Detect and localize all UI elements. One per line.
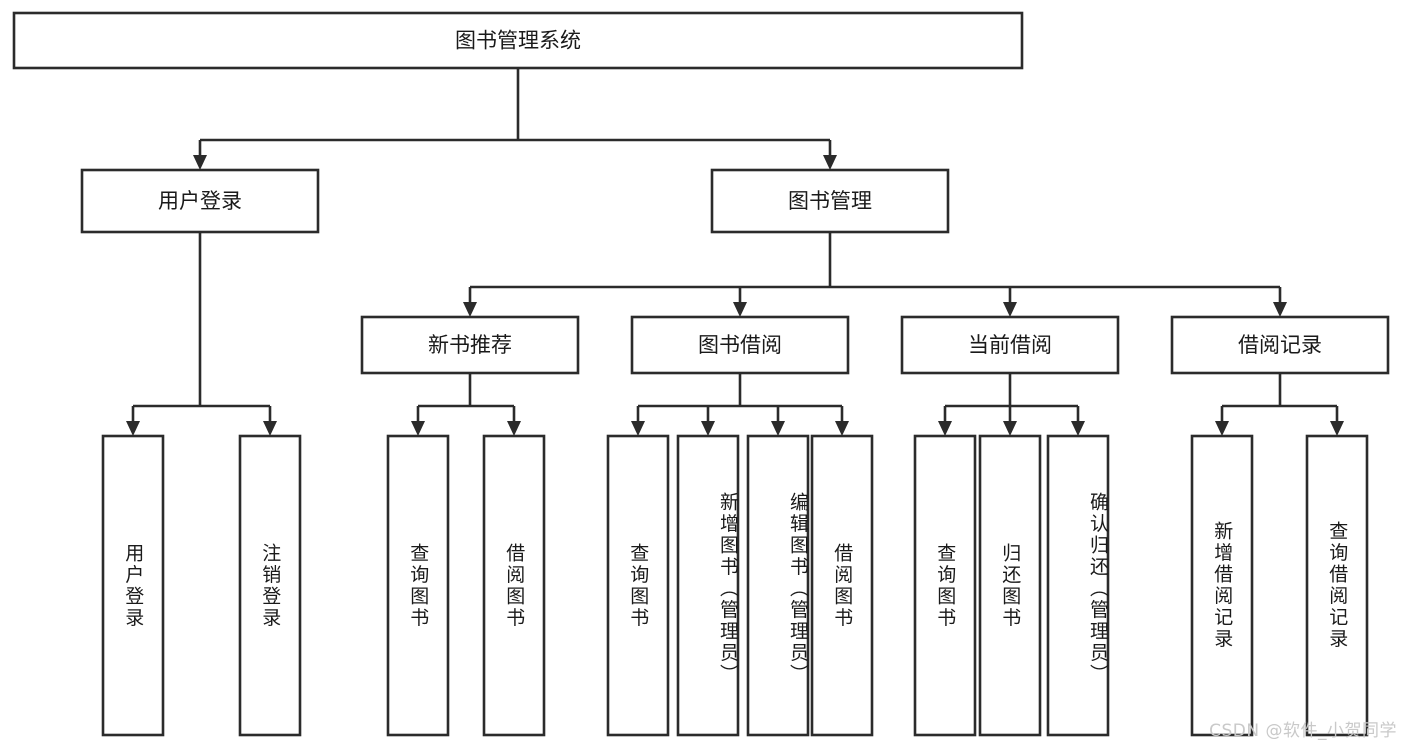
arrow-icon-leaf-borrow-book-2 <box>835 421 849 436</box>
node-label-user-login: 用户登录 <box>158 189 242 213</box>
node-box-user-login[interactable] <box>80 168 320 234</box>
node-box-leaf-borrow-book-1[interactable] <box>482 434 546 737</box>
node-box-leaf-return-book[interactable] <box>978 434 1042 737</box>
node-box-book-borrow[interactable] <box>630 315 850 375</box>
node-box-current-borrow[interactable] <box>900 315 1120 375</box>
arrow-icon-leaf-return-book <box>1003 421 1017 436</box>
boxes-layer <box>12 11 1390 737</box>
node-box-leaf-add-record[interactable] <box>1190 434 1254 737</box>
node-label-root: 图书管理系统 <box>455 29 581 53</box>
arrow-icon-leaf-borrow-book-1 <box>507 421 521 436</box>
arrow-icon-new-book-rec <box>463 302 477 317</box>
node-label-current-borrow: 当前借阅 <box>968 333 1052 357</box>
node-label-new-book-rec: 新书推荐 <box>428 333 512 357</box>
node-box-borrow-record[interactable] <box>1170 315 1390 375</box>
arrow-icon-current-borrow <box>1003 302 1017 317</box>
node-label-book-borrow: 图书借阅 <box>698 333 782 357</box>
node-box-book-manage[interactable] <box>710 168 950 234</box>
node-box-leaf-user-login[interactable] <box>101 434 165 737</box>
node-box-new-book-rec[interactable] <box>360 315 580 375</box>
arrow-icon-leaf-add-book <box>701 421 715 436</box>
arrow-icon-borrow-record <box>1273 302 1287 317</box>
csdn-watermark: CSDN @软件_小贺同学 <box>1209 721 1397 741</box>
node-label-borrow-record: 借阅记录 <box>1238 333 1322 357</box>
arrow-icon-leaf-query-book-1 <box>411 421 425 436</box>
node-box-leaf-confirm-return[interactable] <box>1046 434 1110 737</box>
node-box-leaf-query-book-1[interactable] <box>386 434 450 737</box>
node-box-leaf-query-book-2[interactable] <box>606 434 670 737</box>
arrow-icon-leaf-edit-book <box>771 421 785 436</box>
arrow-icon-leaf-logout <box>263 421 277 436</box>
node-box-leaf-add-book[interactable] <box>676 434 740 737</box>
node-box-leaf-edit-book[interactable] <box>746 434 810 737</box>
arrow-icon-leaf-confirm-return <box>1071 421 1085 436</box>
node-label-book-manage: 图书管理 <box>788 189 872 213</box>
arrow-icon-leaf-query-record <box>1330 421 1344 436</box>
arrow-icon-leaf-query-book-2 <box>631 421 645 436</box>
arrow-icon-user-login <box>193 155 207 170</box>
arrow-icon-book-manage <box>823 155 837 170</box>
arrow-icon-leaf-add-record <box>1215 421 1229 436</box>
node-box-leaf-logout[interactable] <box>238 434 302 737</box>
arrow-icon-leaf-user-login <box>126 421 140 436</box>
edges-layer <box>126 68 1344 436</box>
arrow-icon-leaf-query-book-3 <box>938 421 952 436</box>
node-box-leaf-query-record[interactable] <box>1305 434 1369 737</box>
node-box-leaf-borrow-book-2[interactable] <box>810 434 874 737</box>
arrow-icon-book-borrow <box>733 302 747 317</box>
node-box-root[interactable] <box>12 11 1024 70</box>
node-box-leaf-query-book-3[interactable] <box>913 434 977 737</box>
